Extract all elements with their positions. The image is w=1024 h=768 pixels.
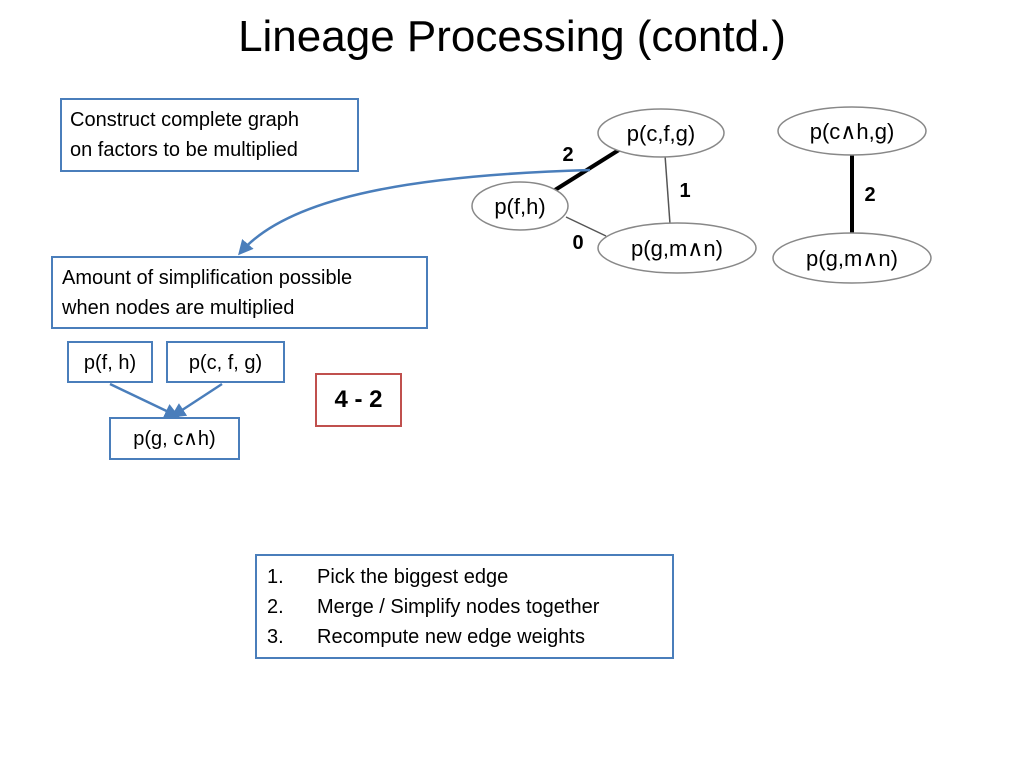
node-cfg-label: p(c,f,g) <box>627 121 695 146</box>
edge-fh-gmn <box>565 216 607 237</box>
construct-note-line-1: Construct complete graph <box>70 109 300 131</box>
step-item: 1. Pick the biggest edge <box>267 562 662 592</box>
node-chg: p(c∧h,g) <box>777 106 927 156</box>
node-chg-label: p(c∧h,g) <box>810 119 895 144</box>
construct-note-line-2: on factors to be multiplied <box>70 139 298 161</box>
step-text: Recompute new edge weights <box>317 626 585 648</box>
edge-weight-fh-gmn: 0 <box>572 232 583 254</box>
step-number: 3. <box>267 626 284 648</box>
score-box: 4 - 2 <box>315 373 402 427</box>
step-number: 2. <box>267 596 284 618</box>
pointer-arrow <box>238 168 591 256</box>
construct-note: Construct complete graph on factors to b… <box>60 98 359 172</box>
edge-weight-fh-cfg: 2 <box>562 144 573 166</box>
step-text: Pick the biggest edge <box>317 566 509 588</box>
slide-title: Lineage Processing (contd.) <box>238 12 786 61</box>
edge-cfg-gmn <box>664 154 671 225</box>
node-fh-label: p(f,h) <box>494 194 545 219</box>
node-gmn-1-label: p(g,m∧n) <box>631 236 723 261</box>
merge-arrow-right <box>170 382 223 418</box>
step-item: 3. Recompute new edge weights <box>267 622 662 652</box>
node-gmn-2: p(g,m∧n) <box>772 232 932 284</box>
factor-fh-box: p(f, h) <box>67 341 153 383</box>
merged-factor-box: p(g, c∧h) <box>109 417 240 460</box>
edge-weight-cfg-gmn: 1 <box>679 180 690 202</box>
step-number: 1. <box>267 566 284 588</box>
node-gmn-2-label: p(g,m∧n) <box>806 246 898 271</box>
merge-arrow-left <box>109 382 180 418</box>
factor-fh-label: p(f, h) <box>83 352 137 374</box>
score-label: 4 - 2 <box>334 386 383 413</box>
amount-note: Amount of simplification possible when n… <box>51 256 428 329</box>
node-gmn-1: p(g,m∧n) <box>597 222 757 274</box>
amount-note-line-1: Amount of simplification possible <box>62 267 353 289</box>
amount-note-line-2: when nodes are multiplied <box>62 297 295 319</box>
steps-box: 1. Pick the biggest edge 2. Merge / Simpli… <box>255 554 674 659</box>
merged-factor-label: p(g, c∧h) <box>133 428 216 450</box>
edge-weight-chg-gmn: 2 <box>864 184 875 206</box>
node-fh: p(f,h) <box>471 181 569 231</box>
steps-list: 1. Pick the biggest edge 2. Merge / Simpli… <box>267 562 662 652</box>
step-text: Merge / Simplify nodes together <box>317 596 600 618</box>
factor-cfg-box: p(c, f, g) <box>166 341 285 383</box>
factor-cfg-label: p(c, f, g) <box>188 352 263 374</box>
node-cfg: p(c,f,g) <box>597 108 725 158</box>
step-item: 2. Merge / Simplify nodes together <box>267 592 662 622</box>
